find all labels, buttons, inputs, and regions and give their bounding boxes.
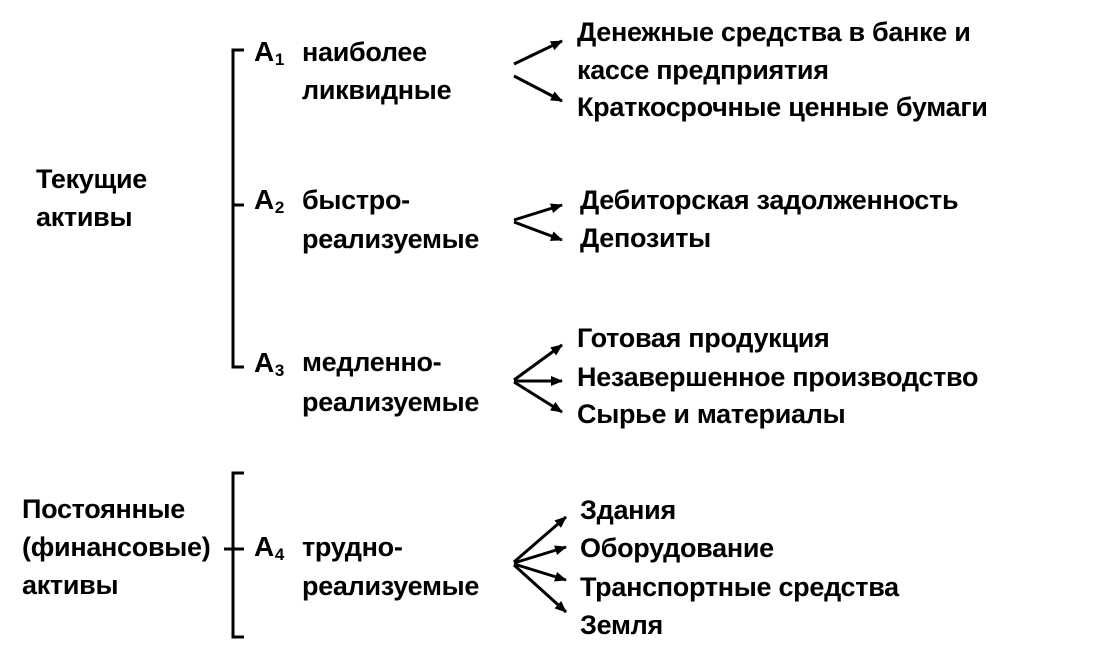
a4-item-1: Здания [580,495,676,525]
category-code-letter: A [254,36,274,67]
category-code-a3: A3 [254,347,285,380]
group-current-title-line-1: Текущие [36,164,147,194]
group-current-title-line-2: активы [36,202,133,232]
category-code-letter: A [254,184,274,215]
bracket-fixed-assets [231,471,244,639]
bracket-current-assets [231,48,244,369]
category-a3-name-line-1: медленно- [302,347,442,377]
a1-item-1: Денежные средства в банке и [577,17,971,47]
arrow-a3-item-3 [513,380,563,414]
category-a1-name-line-1: наиболее [302,37,427,67]
a3-item-2: Незавершенное производство [577,362,979,392]
a3-item-1: Готовая продукция [577,323,830,353]
a4-item-4: Земля [580,610,663,640]
arrow-a2-item-1 [513,203,563,222]
a2-item-2: Депозиты [580,223,711,253]
category-code-a2: A2 [254,184,285,217]
arrow-a4-item-1 [513,515,567,564]
category-a1-name-line-2: ликвидные [302,75,452,105]
category-code-index: 4 [274,545,285,564]
category-code-a1: A1 [254,36,285,69]
category-a2-name-line-1: быстро- [302,185,410,215]
arrow-a4-item-4 [512,563,568,614]
a1-item-3: Краткосрочные ценные бумаги [577,92,988,122]
a4-item-3: Транспортные средства [580,572,899,602]
group-fixed-title-line-1: Постоянные [22,494,186,524]
group-fixed-title-line-2: (финансовые) [22,532,211,562]
category-code-index: 3 [274,361,285,380]
category-a2-name-line-2: реализуемые [302,224,480,254]
arrow-a1-item-2 [513,74,563,103]
a2-item-1: Дебиторская задолженность [580,185,959,215]
category-a3-name-line-2: реализуемые [302,387,480,417]
category-code-a4: A4 [254,531,285,564]
group-fixed-title-line-3: активы [22,570,119,600]
category-code-letter: A [254,531,274,562]
arrow-a1-item-1 [513,39,563,66]
category-a4-name-line-1: трудно- [302,532,403,562]
arrow-a4-item-3 [513,562,567,582]
arrow-a2-item-2 [513,220,563,242]
category-code-index: 1 [274,50,285,69]
arrow-a3-item-1 [513,343,563,382]
a4-item-2: Оборудование [580,533,774,563]
a1-item-2: кассе предприятия [577,55,829,85]
arrow-a4-item-2 [513,545,567,565]
a3-item-3: Сырье и материалы [577,399,846,429]
category-a4-name-line-2: реализуемые [302,571,480,601]
category-code-index: 2 [274,198,285,217]
category-code-letter: A [254,347,274,378]
